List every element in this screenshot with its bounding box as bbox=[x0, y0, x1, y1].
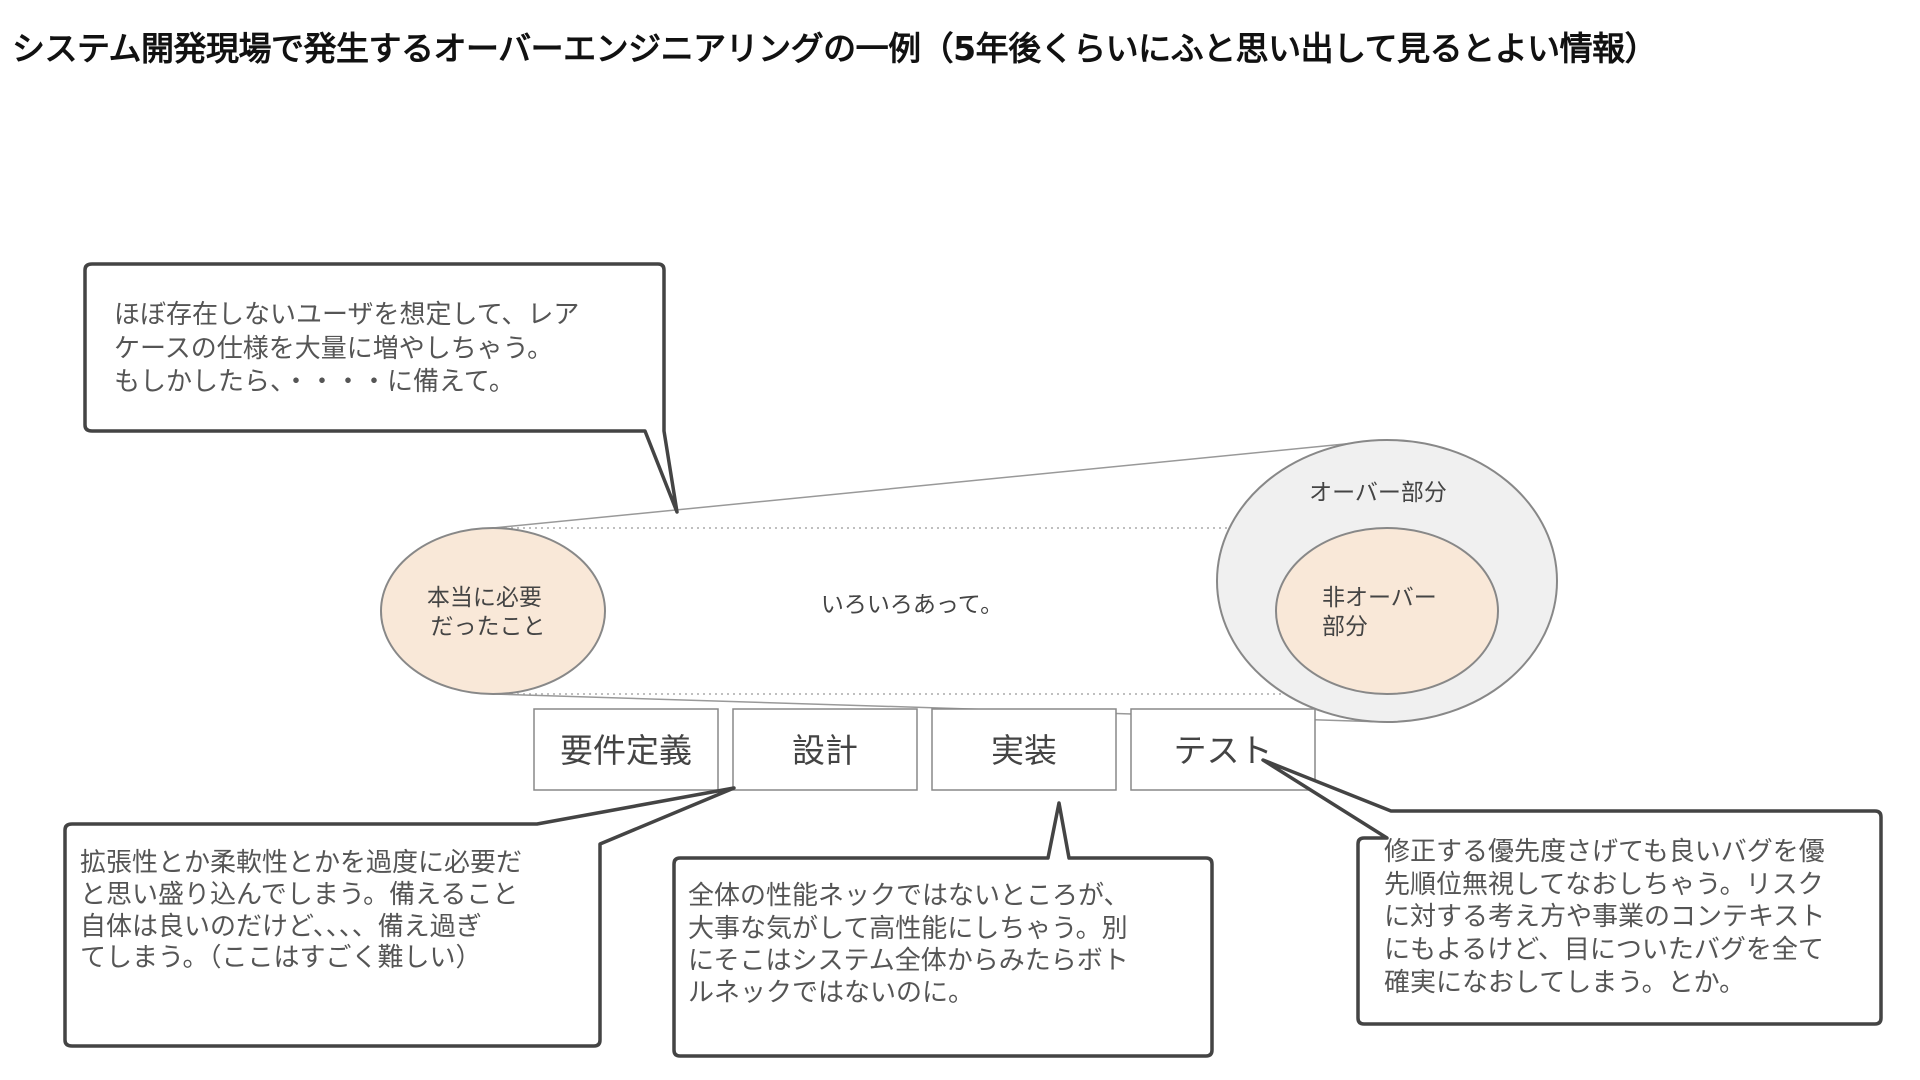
stage-design: 設計 bbox=[732, 708, 918, 791]
non-over-part-label-line-1: 非オーバー bbox=[1322, 585, 1437, 611]
non-over-part-circle bbox=[1275, 527, 1499, 695]
callout-design-line-4: てしまう。（ここはすごく難しい） bbox=[80, 943, 481, 973]
stage-test: テスト bbox=[1130, 708, 1316, 791]
callout-requirements: ほぼ存在しないユーザを想定して、レア ケースの仕様を大量に増やしちゃう。 もしか… bbox=[83, 262, 679, 514]
callout-implementation-text: 全体の性能ネックではないところが、 大事な気がして高性能にしちゃう。別 にそこは… bbox=[688, 881, 1138, 1008]
page-title: システム開発現場で発生するオーバーエンジニアリングの一例（5年後くらいにふと思い… bbox=[12, 29, 1658, 68]
callout-test-line-5: 確実になおしてしまう。とか。 bbox=[1384, 968, 1745, 998]
over-part-label: オーバー部分 bbox=[1309, 480, 1447, 506]
stage-requirements-label: 要件定義 bbox=[560, 731, 692, 770]
necessary-ellipse-label-line-1: 本当に必要 bbox=[427, 585, 542, 611]
callout-test-line-2: 先順位無視してなおしちゃう。リスク bbox=[1384, 870, 1824, 900]
funnel-top-solid-line bbox=[492, 439, 1386, 529]
callout-design: 拡張性とか柔軟性とかを過度に必要だ と思い盛り込んでしまう。備えること 自体は良… bbox=[63, 786, 736, 1048]
callout-test: 修正する優先度さげても良いバグを優 先順位無視してなおしちゃう。リスク に対する… bbox=[1261, 758, 1883, 1026]
callout-requirements-line-1: ほぼ存在しないユーザを想定して、レア bbox=[114, 300, 579, 330]
callout-design-text: 拡張性とか柔軟性とかを過度に必要だ と思い盛り込んでしまう。備えること 自体は良… bbox=[80, 848, 530, 973]
callout-implementation: 全体の性能ネックではないところが、 大事な気がして高性能にしちゃう。別 にそこは… bbox=[672, 801, 1214, 1058]
stage-test-label: テスト bbox=[1174, 731, 1273, 770]
callout-implementation-line-3: にそこはシステム全体からみたらボト bbox=[688, 946, 1129, 976]
stage-implementation-label: 実装 bbox=[991, 731, 1057, 770]
callout-implementation-line-4: ルネックではないのに。 bbox=[688, 978, 974, 1008]
callout-requirements-line-3: もしかしたら、・・・・に備えて。 bbox=[114, 367, 515, 397]
callout-test-line-3: に対する考え方や事業のコンテキスト bbox=[1384, 902, 1825, 932]
callout-requirements-text: ほぼ存在しないユーザを想定して、レア ケースの仕様を大量に増やしちゃう。 もしか… bbox=[114, 300, 588, 397]
callout-test-text: 修正する優先度さげても良いバグを優 先順位無視してなおしちゃう。リスク に対する… bbox=[1384, 837, 1834, 998]
necessary-ellipse bbox=[380, 527, 606, 695]
callout-design-line-2: と思い盛り込んでしまう。備えること bbox=[80, 880, 518, 910]
callout-design-line-3: 自体は良いのだけど、、、、備え過ぎ bbox=[80, 912, 482, 942]
stage-requirements: 要件定義 bbox=[533, 708, 719, 791]
callout-design-line-1: 拡張性とか柔軟性とかを過度に必要だ bbox=[80, 848, 522, 878]
non-over-part-label-line-2: 部分 bbox=[1322, 614, 1368, 640]
non-over-part-label: 非オーバー 部分 bbox=[1322, 585, 1444, 640]
necessary-ellipse-label: 本当に必要 だったこと bbox=[427, 585, 549, 640]
callout-test-line-1: 修正する優先度さげても良いバグを優 bbox=[1384, 837, 1825, 867]
callout-implementation-line-2: 大事な気がして高性能にしちゃう。別 bbox=[688, 914, 1128, 944]
necessary-ellipse-label-line-2: だったこと bbox=[431, 614, 546, 640]
stage-implementation: 実装 bbox=[931, 708, 1117, 791]
callout-requirements-line-2: ケースの仕様を大量に増やしちゃう。 bbox=[114, 334, 553, 364]
stage-design-label: 設計 bbox=[792, 731, 858, 770]
callout-implementation-line-1: 全体の性能ネックではないところが、 bbox=[688, 881, 1129, 911]
callout-test-line-4: にもよるけど、目についたバグを全て bbox=[1384, 935, 1824, 965]
middle-text: いろいろあって。 bbox=[821, 592, 1003, 618]
